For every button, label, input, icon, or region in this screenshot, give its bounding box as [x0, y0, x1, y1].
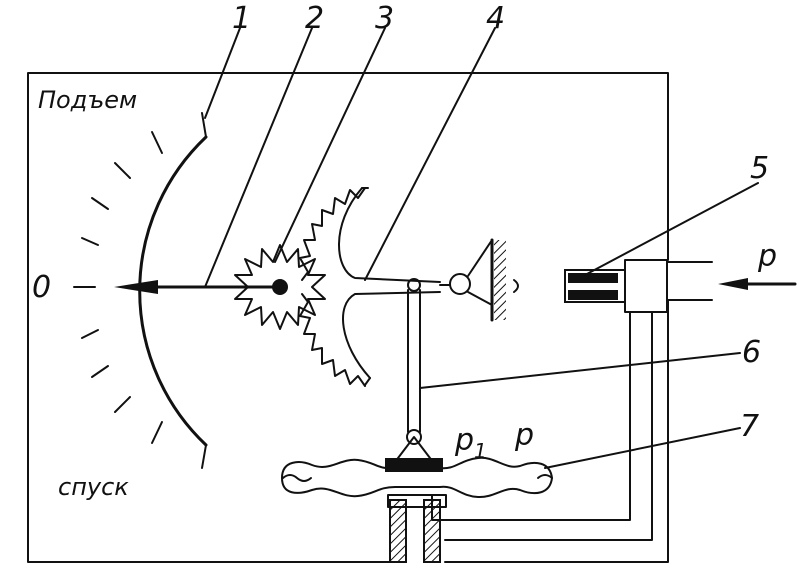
callout-7: 7: [740, 409, 759, 444]
callout-2: 2: [305, 1, 324, 36]
housing-outline: [27, 72, 669, 563]
pivot-bracket: [439, 238, 519, 322]
callout-6: 6: [742, 335, 761, 370]
scale-ticks: [73, 112, 207, 469]
callout-1: 1: [232, 1, 251, 36]
rise-label: Подъем: [38, 86, 137, 114]
zero-label: 0: [32, 270, 51, 305]
pressure-p1-label: p1: [454, 423, 487, 463]
capillary-throttle: [564, 259, 713, 313]
capsule-base: [387, 494, 447, 563]
pressure-p1-sub: 1: [474, 439, 487, 463]
leader-lines: [204, 27, 759, 469]
connecting-rod: [394, 278, 434, 463]
pressure-p1-main: p: [454, 423, 474, 458]
callout-4: 4: [486, 1, 505, 36]
pinion-gear: [234, 244, 326, 330]
callout-3: 3: [375, 1, 394, 36]
aneroid-capsule: [281, 456, 553, 499]
descent-label: спуск: [58, 473, 129, 501]
pointer-arrow: [114, 280, 282, 294]
gear-sector: [299, 187, 441, 387]
callout-5: 5: [750, 151, 769, 186]
pressure-capsule-label: p: [514, 418, 534, 453]
inlet-arrow: [718, 278, 797, 290]
pressure-inlet-label: p: [757, 239, 777, 274]
